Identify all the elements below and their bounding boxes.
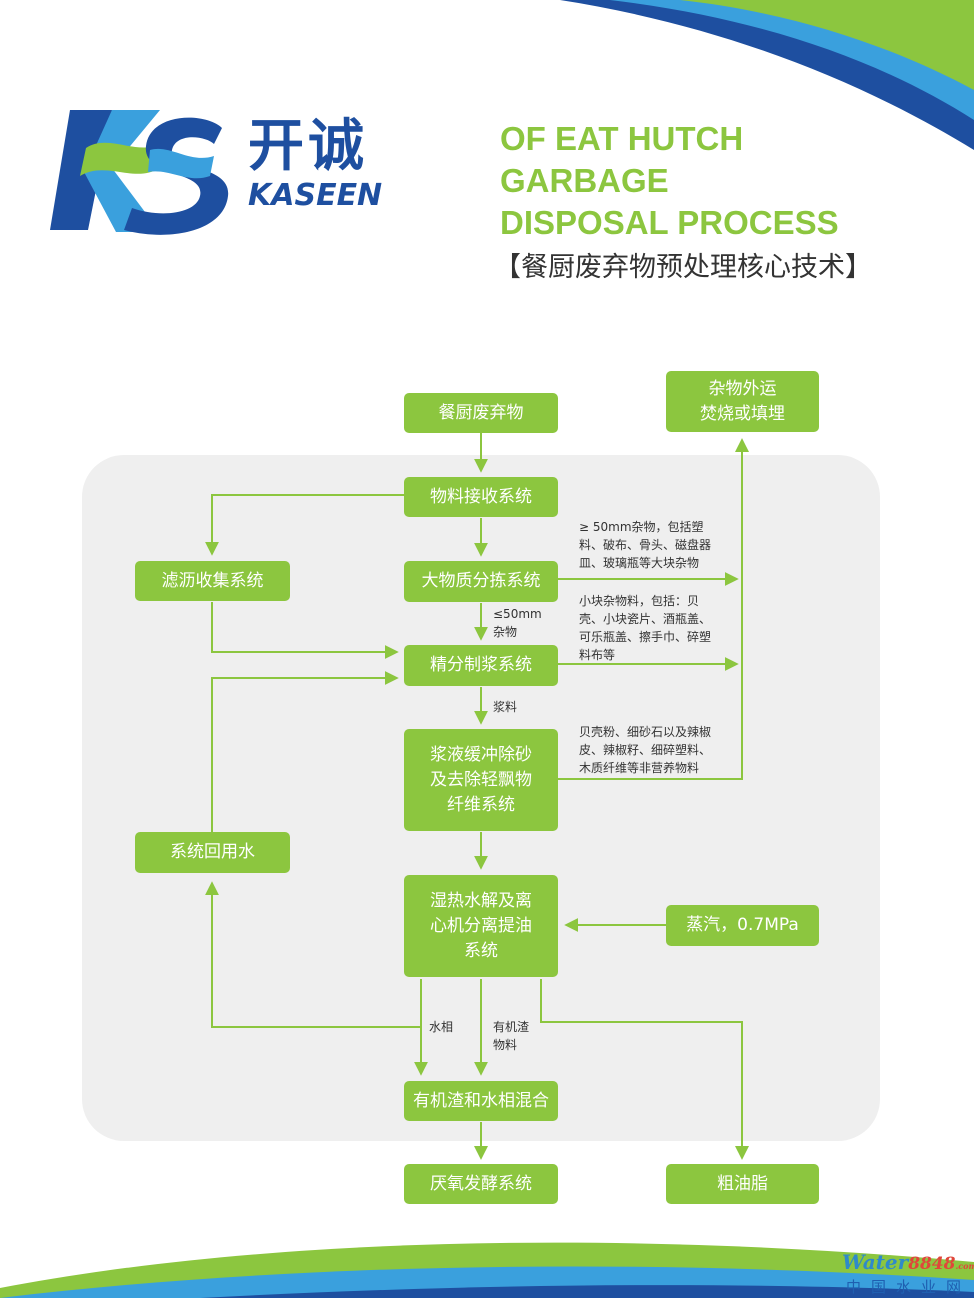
- title-en-line-1: OF EAT HUTCH: [500, 120, 744, 157]
- node-receiving: 物料接收系统: [404, 477, 558, 517]
- node-recycled-water: 系统回用水: [135, 832, 290, 873]
- bottom-wave-decoration: [0, 1242, 974, 1298]
- node-steam: 蒸汽，0.7MPa: [666, 905, 819, 946]
- note-small-debris: 小块杂物料，包括：贝 壳、小块瓷片、酒瓶盖、 可乐瓶盖、擦手巾、碎塑 料布等: [579, 594, 712, 662]
- note-fine-residue: 贝壳粉、细砂石以及辣椒 皮、辣椒籽、细碎塑料、 木质纤维等非营养物料: [579, 725, 712, 775]
- note-le50: ≤50mm 杂物: [493, 607, 542, 639]
- node-mixing: 有机渣和水相混合: [404, 1081, 558, 1121]
- node-sorting: 大物质分拣系统: [404, 561, 558, 602]
- note-slurry: 浆料: [493, 700, 518, 714]
- watermark-text-2: 8848: [908, 1254, 956, 1274]
- watermark-text-1: Water: [842, 1250, 909, 1274]
- title-en-line-3: DISPOSAL PROCESS: [500, 204, 839, 241]
- node-hydrolysis: 湿热水解及离 心机分离提油 系统: [404, 875, 558, 977]
- note-water-phase: 水相: [429, 1020, 454, 1034]
- node-anaerobic: 厌氧发酵系统: [404, 1164, 558, 1204]
- watermark-logo: Water8848.com: [842, 1250, 974, 1274]
- note-organic-residue: 有机渣 物料: [493, 1020, 530, 1052]
- brand-name-en: KASEEN: [248, 178, 383, 213]
- top-wave-decoration: [560, 0, 974, 150]
- note-large-debris: ≥ 50mm杂物，包括塑 料、破布、骨头、磁盘器 皿、玻璃瓶等大块杂物: [579, 520, 712, 570]
- brand-name-cn: 开诚: [248, 114, 368, 179]
- node-desanding: 浆液缓冲除砂 及去除轻飘物 纤维系统: [404, 729, 558, 831]
- node-pulping: 精分制浆系统: [404, 645, 558, 686]
- title-cn: 【餐厨废弃物预处理核心技术】: [494, 252, 872, 283]
- node-sundries-out: 杂物外运 焚烧或填埋: [666, 371, 819, 432]
- node-leachate: 滤沥收集系统: [135, 561, 290, 601]
- kaseen-logo-mark: [50, 110, 229, 235]
- title-en-line-2: GARBAGE: [500, 162, 669, 199]
- watermark-cn: 中国水业网: [846, 1278, 972, 1296]
- watermark-text-3: .com: [955, 1261, 974, 1271]
- node-crude-oil: 粗油脂: [666, 1164, 819, 1204]
- node-food-waste: 餐厨废弃物: [404, 393, 558, 433]
